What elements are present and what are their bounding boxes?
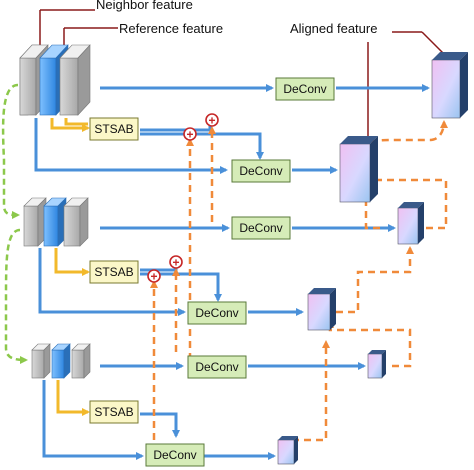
aligned-feature-label: Aligned feature (290, 21, 377, 36)
aligned-feature-l2a (397, 202, 424, 245)
feature-stack-level-3 (31, 343, 91, 379)
feature-stack-level-1 (19, 44, 91, 116)
deconv-label: DeConv (239, 221, 282, 235)
plus-node-2: + (205, 113, 219, 128)
reference-frame-2-face (43, 205, 59, 247)
green-dashed-connectors (1, 83, 28, 364)
deconv-block-l3b: DeConv (145, 443, 205, 467)
addition-nodes: + + + + (147, 113, 219, 284)
plus-symbol: + (150, 270, 157, 284)
l2-stsab-out-a (140, 266, 178, 272)
neighbor-frame-3b-side (83, 343, 91, 379)
neighbor-frame-1b-face (59, 57, 79, 116)
plus-symbol: + (208, 114, 215, 128)
orange-aligned-l2a-to-l1b (362, 194, 380, 230)
orange-aligned-l2b-to-l2a (336, 246, 414, 314)
stsab-block-3: STSAB (89, 400, 139, 424)
l2-stsab-out-b (140, 272, 222, 302)
plus-node-1: + (183, 127, 197, 142)
neighbor-frame-3a-face (31, 349, 45, 379)
neighbor-frame-1b-side (77, 44, 91, 116)
l1-yellow-to-stsab-2 (64, 118, 88, 126)
plus-symbol: + (172, 256, 179, 270)
neighbor-frame-2a-face (23, 205, 39, 247)
neighbor-frame-3a-side (43, 343, 51, 379)
deconv-block-l2a: DeConv (231, 216, 291, 240)
orange-aligned-l2a-to-l1b-2 (376, 178, 448, 230)
orange-dashed-arrows (150, 120, 448, 456)
neighbor-frame-2b-side (79, 197, 89, 247)
yellow-connectors (50, 118, 90, 416)
stsab-blocks: STSAB STSAB STSAB (89, 117, 139, 424)
aligned-feature-l1b (339, 136, 378, 203)
deconv-block-l1a: DeConv (275, 77, 335, 101)
aligned-features (277, 52, 468, 465)
reference-frame-3-side (63, 343, 71, 379)
l2-yellow-to-stsab (54, 248, 90, 276)
neighbor-frame-2b-face (63, 205, 81, 247)
l1-down-to-second-deconv (34, 118, 228, 174)
deconv-block-l1b: DeConv (231, 159, 291, 183)
deconv-blocks: DeConv DeConv DeConv DeConv DeConv DeCon… (145, 77, 335, 467)
plus-node-4: + (169, 255, 183, 270)
l1-stsab-out-b (140, 132, 264, 160)
deconv-block-l3a: DeConv (187, 355, 247, 379)
deconv-label: DeConv (283, 82, 326, 96)
stsab-label: STSAB (94, 265, 133, 279)
stsab-block-1: STSAB (89, 117, 139, 141)
l1-stsab-out-a (140, 122, 212, 132)
aligned-feature-l3b (277, 436, 298, 465)
deconv-label: DeConv (195, 360, 238, 374)
l3-stsab-out (140, 412, 180, 438)
l3-down-to-second-deconv (42, 380, 144, 460)
callout-labels: Neighbor feature Reference feature Align… (39, 0, 447, 138)
green-dashed-arrow-2 (4, 228, 28, 364)
stsab-label: STSAB (94, 405, 133, 419)
reference-frame-3-face (51, 349, 65, 379)
plus-symbol: + (186, 128, 193, 142)
neighbor-frame-3b-face (71, 349, 85, 379)
neighbor-feature-label: Neighbor feature (96, 0, 193, 12)
reference-feature-label: Reference feature (119, 21, 223, 36)
stsab-label: STSAB (94, 122, 133, 136)
deconv-label: DeConv (153, 448, 196, 462)
feature-stack-level-2 (23, 197, 89, 247)
l2-down-to-second-deconv (38, 248, 186, 316)
neighbor-frame-1a-face (19, 57, 37, 116)
deconv-block-l2b: DeConv (187, 301, 247, 325)
aligned-feature-l1a (431, 52, 468, 119)
l3-yellow-to-stsab (56, 380, 90, 416)
orange-aligned-l3b-to-l3a (294, 340, 330, 456)
deconv-label: DeConv (239, 164, 282, 178)
l1-yellow-to-stsab (50, 118, 90, 132)
stsab-block-2: STSAB (89, 260, 139, 284)
plus-node-3: + (147, 269, 161, 284)
deconv-label: DeConv (195, 306, 238, 320)
green-dashed-arrow-1 (1, 83, 20, 219)
aligned-feature-l3a (367, 350, 386, 379)
reference-frame-1-face (39, 57, 57, 116)
aligned-feature-l2b (307, 288, 336, 331)
